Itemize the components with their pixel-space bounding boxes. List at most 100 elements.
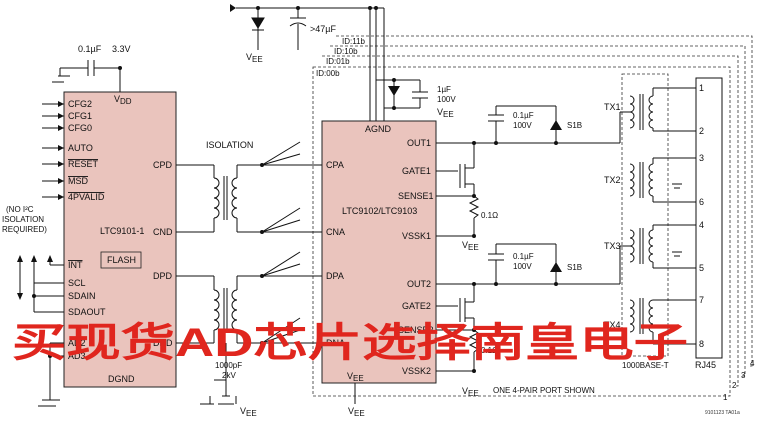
- bus-arrows: [17, 255, 53, 300]
- vee-label: VEE: [462, 386, 479, 398]
- i2c-bus: [19, 262, 64, 407]
- svg-text:TX4: TX4: [604, 320, 621, 330]
- ltc9102-vee: VEE: [347, 371, 364, 383]
- magnetics-box: [621, 73, 669, 357]
- flash-label: FLASH: [107, 255, 136, 265]
- hv-cap-voltage: 2kV: [222, 371, 236, 380]
- svg-text:CPD: CPD: [153, 160, 173, 170]
- junction-dot: [118, 66, 122, 70]
- svg-text:TX2: TX2: [604, 175, 621, 185]
- rj45-label: RJ45: [695, 360, 716, 370]
- svg-text:CFG0: CFG0: [68, 123, 92, 133]
- vee-label: VEE: [240, 406, 257, 418]
- svg-text:AD3: AD3: [68, 351, 86, 361]
- svg-text:(NO I²C: (NO I²C: [6, 205, 34, 214]
- svg-text:VSSK2: VSSK2: [402, 366, 431, 376]
- arrow-heads: [58, 101, 64, 200]
- svg-text:1: 1: [723, 393, 728, 402]
- junction-dots: [472, 282, 558, 373]
- svg-text:RESET: RESET: [68, 159, 99, 169]
- svg-text:6: 6: [699, 197, 704, 207]
- sense-res-label: 0.1Ω: [481, 211, 498, 220]
- isolation-transformer-bottom: [176, 275, 238, 344]
- svg-text:OUT1: OUT1: [407, 138, 431, 148]
- ltc9102-chip: [321, 120, 437, 384]
- supply-label: 3.3V: [112, 44, 131, 54]
- svg-text:2: 2: [699, 126, 704, 136]
- bulk-cap-label: >47µF: [310, 24, 336, 34]
- svg-text:REQUIRED): REQUIRED): [2, 225, 47, 234]
- junction-dot: [32, 294, 36, 298]
- svg-text:CNA: CNA: [326, 227, 345, 237]
- svg-text:SENSE1: SENSE1: [398, 191, 434, 201]
- tvs-diode: [388, 86, 400, 96]
- svg-text:3: 3: [699, 153, 704, 163]
- svg-text:GATE2: GATE2: [402, 301, 431, 311]
- port-numbers: 1 2 3 4: [723, 359, 755, 402]
- svg-text:3: 3: [741, 371, 746, 380]
- junction-dot: [48, 354, 52, 358]
- ltc9101-chip: [63, 91, 177, 388]
- svg-text:SENSE2: SENSE2: [398, 325, 434, 335]
- svg-text:ID:00b: ID:00b: [316, 69, 340, 78]
- fanout-dots: [260, 163, 264, 345]
- svg-text:DPA: DPA: [326, 271, 344, 281]
- ltc9101-pin-labels: CFG2 CFG1 CFG0 AUTO RESET MSD 4PVALID IN…: [68, 99, 173, 361]
- svg-text:VSSK1: VSSK1: [402, 231, 431, 241]
- svg-text:SCL: SCL: [68, 278, 86, 288]
- cap-01uf-voltage: 100V: [513, 121, 532, 130]
- svg-text:7: 7: [699, 295, 704, 305]
- vee-label: VEE: [348, 406, 365, 418]
- svg-text:ID:01b: ID:01b: [326, 57, 350, 66]
- output-stage-top: [436, 105, 620, 237]
- agnd-label: AGND: [365, 124, 392, 134]
- watermark: 买现货AD芯片选择南皇电子: [12, 321, 688, 365]
- svg-text:4PVALID: 4PVALID: [68, 192, 105, 202]
- svg-text:AD2: AD2: [68, 338, 86, 348]
- svg-text:ID:11b: ID:11b: [342, 37, 366, 46]
- cap-01uf-label: 0.1µF: [513, 252, 534, 261]
- svg-text:INT: INT: [68, 260, 83, 270]
- svg-text:DPD: DPD: [153, 271, 173, 281]
- dgnd-label: DGND: [108, 374, 135, 384]
- svg-text:OUT2: OUT2: [407, 279, 431, 289]
- cap-1uf-voltage: 100V: [437, 95, 456, 104]
- svg-text:TX1: TX1: [604, 102, 621, 112]
- svg-text:AUTO: AUTO: [68, 143, 93, 153]
- cap-1uf-label: 1µF: [437, 85, 451, 94]
- hv-cap-label: 1000pF: [215, 361, 242, 370]
- flash-box: [100, 251, 142, 269]
- tvs-label: S1B: [567, 263, 582, 272]
- svg-text:SDAIN: SDAIN: [68, 291, 96, 301]
- svg-text:5: 5: [699, 263, 704, 273]
- i2c-note: (NO I²C ISOLATION REQUIRED): [2, 205, 47, 234]
- port-note: ONE 4-PAIR PORT SHOWN: [493, 386, 595, 395]
- transformer-labels: TX1 TX2 TX3 TX4: [604, 102, 621, 330]
- bulk-supply-net: [236, 7, 428, 121]
- svg-text:CND: CND: [153, 227, 173, 237]
- rj45-pin-labels: 1 2 3 6 4 5 7 8: [699, 83, 704, 349]
- svg-text:8: 8: [699, 339, 704, 349]
- svg-text:4: 4: [699, 220, 704, 230]
- svg-text:CPA: CPA: [326, 160, 344, 170]
- svg-text:TX3: TX3: [604, 241, 621, 251]
- ltc9101-name: LTC9101-1: [100, 226, 144, 236]
- sense-res-label: 0.1Ω: [481, 346, 498, 355]
- junction-dots: [256, 6, 396, 110]
- svg-text:GATE1: GATE1: [402, 166, 431, 176]
- svg-text:ID:10b: ID:10b: [334, 47, 358, 56]
- svg-text:DNA: DNA: [326, 338, 345, 348]
- cap-label: 0.1µF: [78, 44, 102, 54]
- vee-label: VEE: [437, 107, 454, 119]
- rj45-connector: [695, 77, 723, 359]
- svg-text:2: 2: [732, 381, 737, 390]
- svg-text:ISOLATION: ISOLATION: [2, 215, 44, 224]
- vee-label: VEE: [246, 52, 263, 64]
- vdd-label: VDD: [114, 94, 132, 106]
- id-labels: ID:11b ID:10b ID:01b ID:00b: [316, 37, 366, 78]
- arrow-head: [230, 4, 236, 12]
- svg-text:DND: DND: [153, 338, 173, 348]
- supply-3v3-net: [52, 60, 121, 92]
- cap-01uf-voltage: 100V: [513, 262, 532, 271]
